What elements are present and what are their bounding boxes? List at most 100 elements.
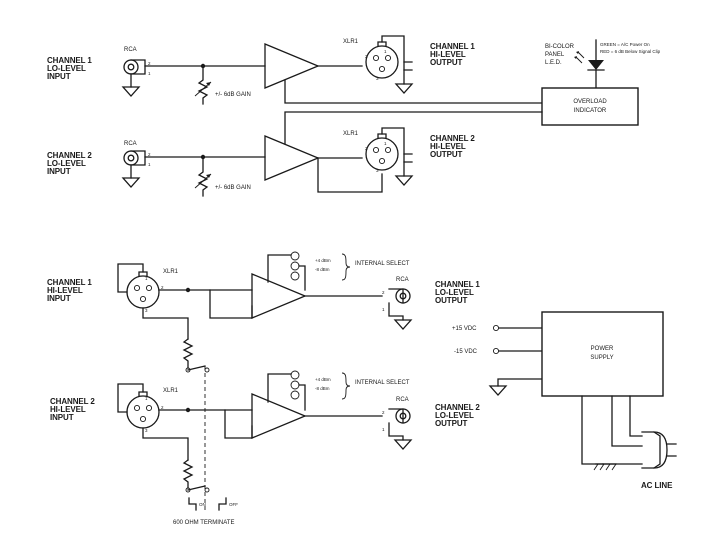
bottom-ch2-xlr-gnd-wire [117,383,144,413]
svg-text:GREEN = A/C Power On: GREEN = A/C Power On [600,42,650,47]
ac-plug-icon [641,431,677,469]
svg-text:HI-LEVEL: HI-LEVEL [47,286,83,295]
svg-text:CHANNEL 1: CHANNEL 1 [430,42,475,51]
bottom-ch2-select-options: +4 dBm -8 dBm [315,377,331,391]
minus-15vdc-label: -15 VDC [454,349,478,355]
svg-text:LO-LEVEL: LO-LEVEL [47,159,86,168]
svg-text:2: 2 [365,146,368,151]
junction-dot [185,407,191,413]
bottom-ch1-internal-select [267,251,351,291]
terminate-switch-legend [188,497,227,511]
top-ch2-rca-label: RCA [124,141,137,147]
svg-text:LO-LEVEL: LO-LEVEL [435,288,474,297]
svg-text:1: 1 [382,307,385,312]
overload-indicator-box [541,87,639,126]
top-ch2-output-label: CHANNEL 2 HI-LEVEL OUTPUT [430,134,475,159]
svg-text:-8 dBm: -8 dBm [315,267,330,272]
top-ch1-rca-label: RCA [124,47,137,53]
bottom-ch2-internal-select [267,370,351,411]
top-ch1-amplifier [264,43,320,89]
ground-symbol [394,175,414,186]
svg-text:2: 2 [148,61,151,66]
led-note: GREEN = A/C Power On RED = 6 dB Below Si… [600,42,661,54]
ground-symbol [393,319,413,330]
bottom-ch2-rca-gnd-wire [388,422,404,441]
svg-text:CHANNEL 2: CHANNEL 2 [47,151,92,160]
top-ch2-xlr-pin-wires [403,153,413,177]
switch-off-label: OFF [229,502,238,507]
svg-text:CHANNEL 2: CHANNEL 2 [435,403,480,412]
top-ch2-xlr-gnd-wire [381,127,413,163]
switch-on-label: ON [199,502,206,507]
top-ch2-rca-jack: 2 1 [123,150,151,167]
ground-symbol [121,86,141,97]
bottom-ch1-internal-select-label: INTERNAL SELECT [355,261,410,267]
bottom-ch1-rca-gnd-wire [388,302,404,321]
svg-text:BI-COLOR: BI-COLOR [545,44,575,50]
svg-text:RED = 6 dB Below Signal Clip: RED = 6 dB Below Signal Clip [600,49,661,54]
svg-text:2: 2 [382,410,385,415]
top-ch1-gain-label: +/- 6dB GAIN [215,92,251,98]
top-ch2-gain-pot [194,156,212,197]
svg-text:PANEL: PANEL [545,52,565,58]
bottom-ch1-select-options: +4 dBm -8 dBm [315,258,331,272]
power-rail-wires [498,327,543,352]
svg-text:HI-LEVEL: HI-LEVEL [430,50,466,59]
svg-text:1: 1 [148,71,151,76]
bicolor-led-icon [574,39,605,89]
bottom-ch2-pin3-wire [142,427,189,461]
ac-line-label: AC LINE [641,481,673,490]
svg-text:3: 3 [145,308,148,313]
svg-text:HI-LEVEL: HI-LEVEL [430,142,466,151]
plus-15vdc-terminal [492,324,500,332]
top-ch1-gain-pot [194,65,212,105]
top-ch2-feedback-wire [317,157,383,193]
ground-symbol [121,177,141,188]
junction-dot [185,287,191,293]
top-ch1-xlr-connector: 1 2 3 [365,41,399,81]
svg-text:OVERLOAD: OVERLOAD [573,99,607,105]
bottom-ch1-xlr-gnd-wire [117,263,144,293]
svg-text:INPUT: INPUT [47,167,71,176]
bottom-ch1-amplifier [251,273,307,319]
bottom-ch1-xlr-connector: 1 2 3 [126,271,164,313]
top-ch2-amplifier [264,135,320,181]
bottom-ch1-neg-input-wire [209,289,253,319]
bottom-ch2-internal-select-label: INTERNAL SELECT [355,380,410,386]
svg-text:CHANNEL 1: CHANNEL 1 [47,56,92,65]
ground-symbol [488,385,508,396]
svg-text:-8 dBm: -8 dBm [315,386,330,391]
svg-text:OUTPUT: OUTPUT [435,296,468,305]
bottom-ch1-input-label: CHANNEL 1 HI-LEVEL INPUT [47,278,92,303]
svg-text:INDICATOR: INDICATOR [574,108,607,114]
bottom-ch2-terminate-switch [185,485,210,493]
svg-text:OUTPUT: OUTPUT [430,150,463,159]
svg-text:INPUT: INPUT [47,72,71,81]
svg-text:SUPPLY: SUPPLY [590,355,613,361]
bottom-ch2-terminate-resistor [182,459,194,489]
bottom-ch2-neg-input-wire [224,409,253,439]
svg-text:LO-LEVEL: LO-LEVEL [435,411,474,420]
bottom-ch2-output-label: CHANNEL 2 LO-LEVEL OUTPUT [435,403,480,428]
terminate-label: 600 OHM TERMINATE [173,520,234,526]
plus-15vdc-label: +15 VDC [452,326,477,332]
power-ground-wire [497,378,543,387]
svg-text:CHANNEL 1: CHANNEL 1 [435,280,480,289]
bottom-ch1-xlr-label: XLR1 [163,269,179,275]
svg-text:INPUT: INPUT [50,413,74,422]
svg-text:1: 1 [145,276,148,281]
svg-text:CHANNEL 2: CHANNEL 2 [430,134,475,143]
bottom-ch2-xlr-connector: 1 2 3 [126,391,164,433]
svg-text:LO-LEVEL: LO-LEVEL [47,64,86,73]
top-ch2-input-label: CHANNEL 2 LO-LEVEL INPUT [47,151,92,176]
svg-text:3: 3 [376,76,379,81]
svg-text:HI-LEVEL: HI-LEVEL [50,405,86,414]
bottom-ch2-input-label: CHANNEL 2 HI-LEVEL INPUT [50,397,95,422]
top-ch1-input-label: CHANNEL 1 LO-LEVEL INPUT [47,56,92,81]
svg-text:1: 1 [384,141,387,146]
top-ch1-rca-jack: 2 1 [123,59,151,76]
svg-text:OUTPUT: OUTPUT [430,58,463,67]
bottom-ch1-rca-label: RCA [396,277,409,283]
bottom-ch2-rca-label: RCA [396,397,409,403]
